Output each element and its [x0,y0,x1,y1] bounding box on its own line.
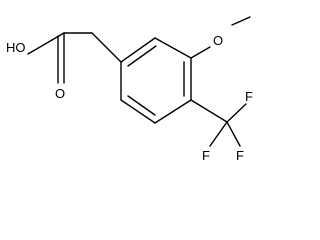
fluorine-top-label: F [245,89,253,104]
bond-cf3-fluorine-top [226,103,247,123]
ring-bond-1 [120,37,156,63]
bond-cf3-fluorine-bottom-right [226,121,241,147]
methoxy-group [190,16,251,59]
hydroxyl-label: HO [6,40,26,55]
bond-ring-methoxy-oxygen [190,46,211,59]
trifluoromethyl-group [190,99,247,147]
ring-inner-double-3 [127,95,156,116]
benzene-ring [120,37,192,124]
chemical-structure-diagram: HO O O F F F [6,16,253,163]
bond-ring-cf3-carbon [190,99,228,123]
fluorine-bottom-right-label: F [236,148,244,163]
carbonyl-oxygen-label: O [55,86,65,101]
bond-cf3-fluorine-bottom-left [209,121,228,147]
ring-inner-double-1 [127,45,157,67]
carboxylic-acid-group [27,32,122,84]
fluorine-bottom-left-label: F [202,148,210,163]
methoxy-oxygen-label: O [213,33,223,48]
bond-methylene-ring [91,32,122,63]
ring-bond-5 [120,99,156,124]
ring-bond-2 [154,37,192,59]
bond-methoxy-oxygen-methyl [231,16,251,26]
ring-bond-4 [154,99,192,124]
